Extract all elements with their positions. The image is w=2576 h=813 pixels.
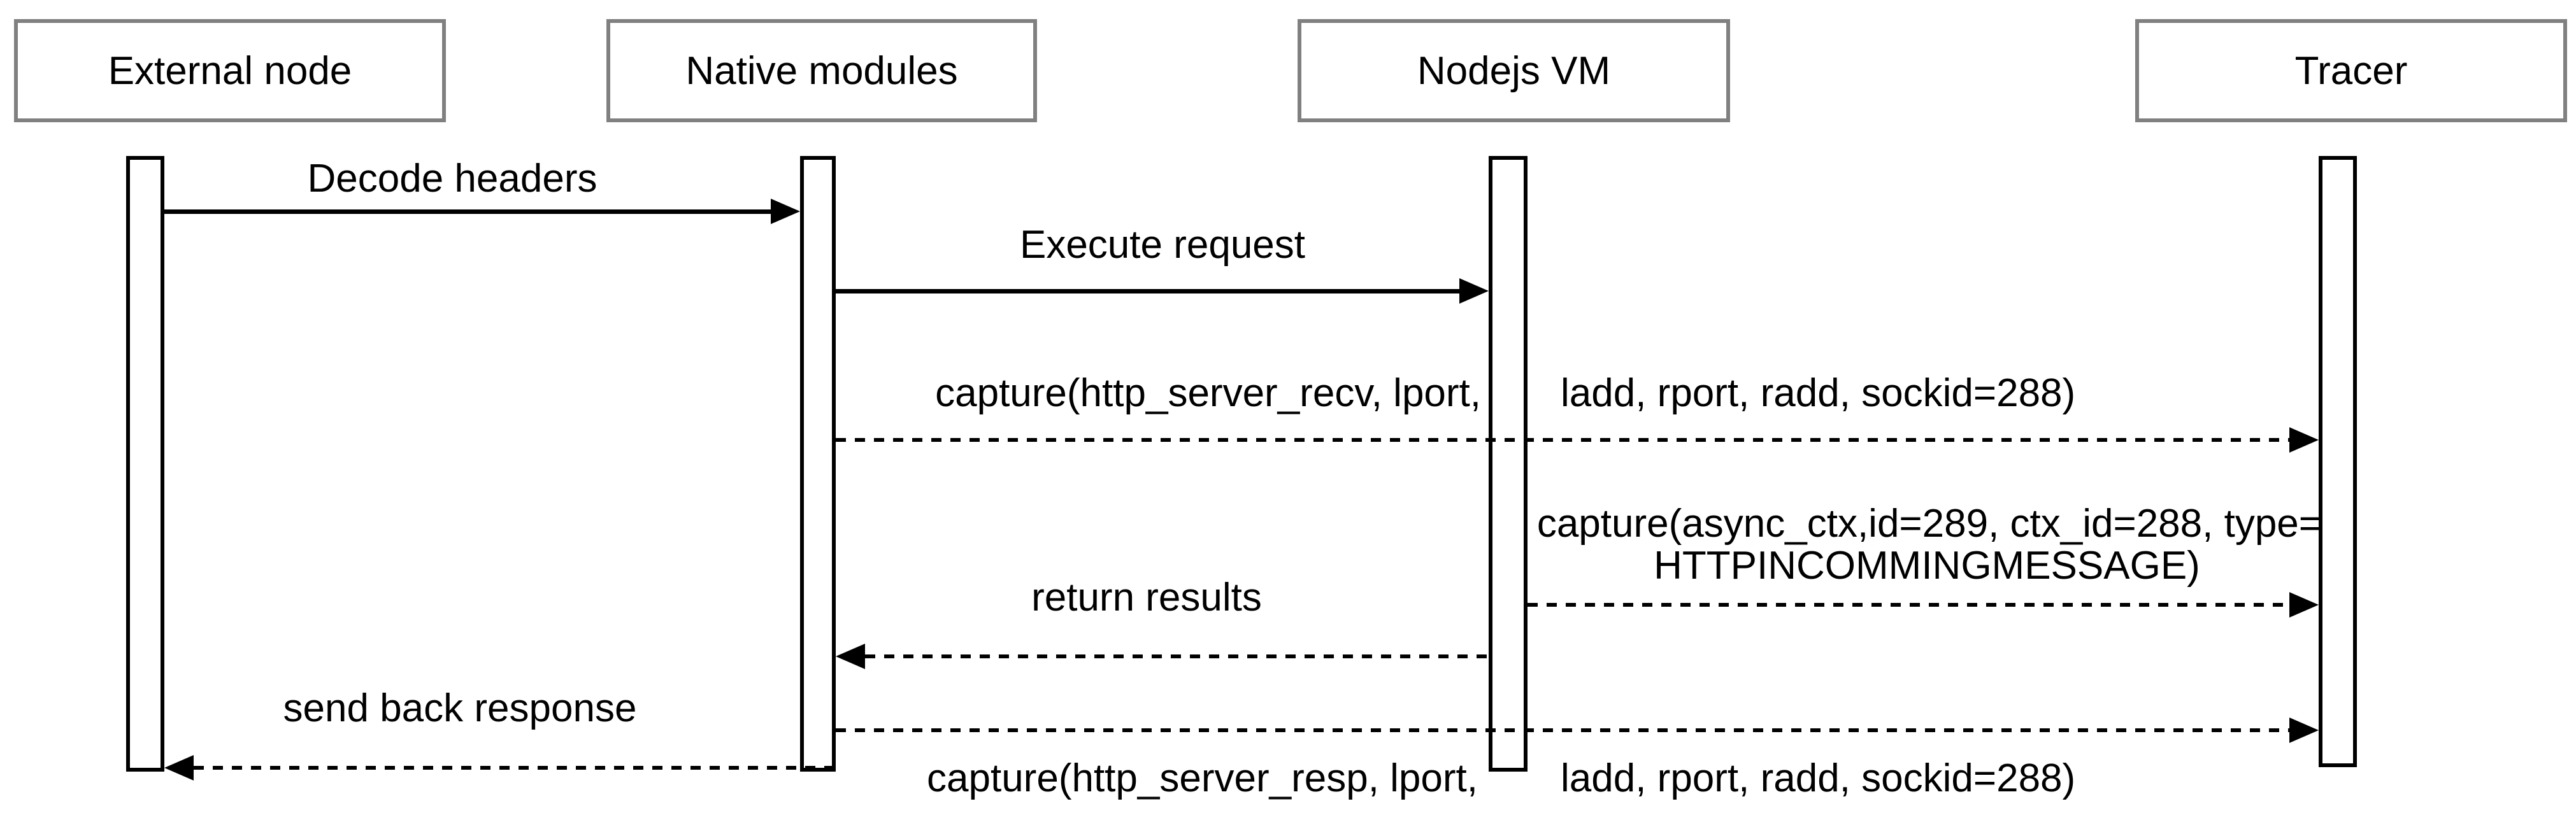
message-label-capture-async-line2: HTTPINCOMMINGMESSAGE) — [1654, 544, 2200, 588]
message-arrow-capture-recv — [836, 438, 2289, 442]
message-arrow-return-results — [865, 654, 1489, 658]
arrowhead-left-icon — [836, 644, 865, 669]
arrowhead-right-icon — [2289, 592, 2319, 618]
message-label-decode-headers: Decode headers — [307, 157, 597, 201]
actor-label-native-modules: Native modules — [685, 48, 958, 93]
arrowhead-right-icon — [771, 199, 800, 224]
message-label-capture-resp-right: ladd, rport, radd, sockid=288) — [1561, 756, 2076, 800]
arrowhead-right-icon — [2289, 427, 2319, 453]
actor-box-native-modules: Native modules — [606, 19, 1037, 122]
message-label-return-results: return results — [1031, 576, 1262, 619]
message-label-capture-async-line1: capture(async_ctx,id=289, ctx_id=288, ty… — [1536, 502, 2322, 546]
lifeline-activation-external-node — [126, 156, 164, 772]
message-arrow-decode-headers — [164, 209, 771, 214]
lifeline-activation-nodejs-vm — [1489, 156, 1528, 772]
message-arrow-capture-async — [1528, 603, 2289, 607]
message-label-execute-request: Execute request — [1019, 223, 1306, 267]
lifeline-activation-native-modules — [800, 156, 836, 772]
actor-label-nodejs-vm: Nodejs VM — [1417, 48, 1611, 93]
message-label-send-back-response: send back response — [283, 686, 637, 730]
actor-label-tracer: Tracer — [2294, 48, 2408, 93]
message-arrow-execute-request — [836, 289, 1459, 293]
actor-label-external-node: External node — [108, 48, 352, 93]
actor-box-external-node: External node — [14, 19, 446, 122]
message-label-capture-recv-left: capture(http_server_recv, lport, — [935, 371, 1481, 415]
message-label-capture-recv-right: ladd, rport, radd, sockid=288) — [1561, 371, 2076, 415]
arrowhead-right-icon — [1459, 278, 1489, 304]
arrowhead-left-icon — [164, 755, 194, 781]
actor-box-tracer: Tracer — [2135, 19, 2567, 122]
message-arrow-capture-resp — [836, 728, 2289, 732]
arrowhead-right-icon — [2289, 718, 2319, 743]
lifeline-activation-tracer — [2319, 156, 2357, 767]
message-label-capture-resp-left: capture(http_server_resp, lport, — [927, 756, 1478, 800]
message-arrow-send-back-response — [194, 766, 836, 770]
actor-box-nodejs-vm: Nodejs VM — [1298, 19, 1730, 122]
